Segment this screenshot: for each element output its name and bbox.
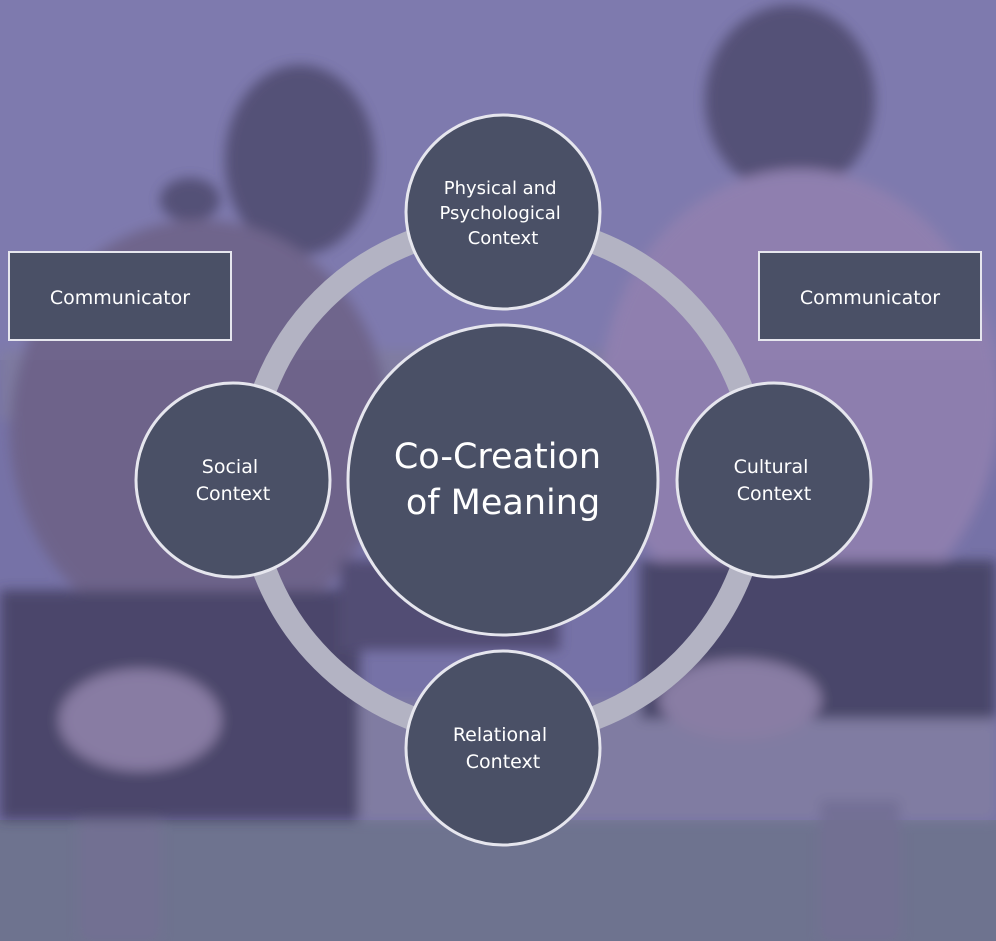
center-label-line-2: of Meaning	[406, 483, 600, 523]
physical-context-label-line-3: Context	[468, 228, 539, 249]
physical-context-label-line-2: Psychological	[440, 203, 561, 224]
social-context-label-line-1: Social	[202, 456, 258, 478]
social-context-label-line-2: Context	[196, 483, 270, 505]
svg-text:Physical and Psychologic: Physical and Psychological Context	[440, 178, 567, 249]
communicator-box-right: Communicator	[758, 251, 982, 341]
svg-text:Co-Creation of Meaning: Co-Creation of Meaning	[394, 437, 612, 523]
physical-context-label-line-1: Physical and	[444, 178, 557, 199]
center-label-line-1: Co-Creation	[394, 437, 601, 477]
relational-context-label-line-1: Relational	[453, 724, 547, 746]
cultural-context-node: Cultural Context	[675, 381, 873, 579]
svg-text:Social Context: Social Context	[196, 456, 270, 505]
physical-psychological-context-node: Physical and Psychological Context	[404, 113, 602, 311]
cultural-context-label-line-1: Cultural	[734, 456, 809, 478]
svg-text:Relational Context: Relational Context	[453, 724, 553, 773]
communicator-label-left: Communicator	[50, 287, 190, 309]
relational-context-label-line-2: Context	[466, 751, 540, 773]
communicator-label-right: Communicator	[800, 287, 940, 309]
svg-text:Cultural Context: Cultural Context	[734, 456, 815, 505]
center-node: Co-Creation of Meaning	[346, 323, 660, 637]
cultural-context-label-line-2: Context	[737, 483, 811, 505]
social-context-node: Social Context	[134, 381, 332, 579]
communicator-box-left: Communicator	[8, 251, 232, 341]
relational-context-node: Relational Context	[404, 649, 602, 847]
